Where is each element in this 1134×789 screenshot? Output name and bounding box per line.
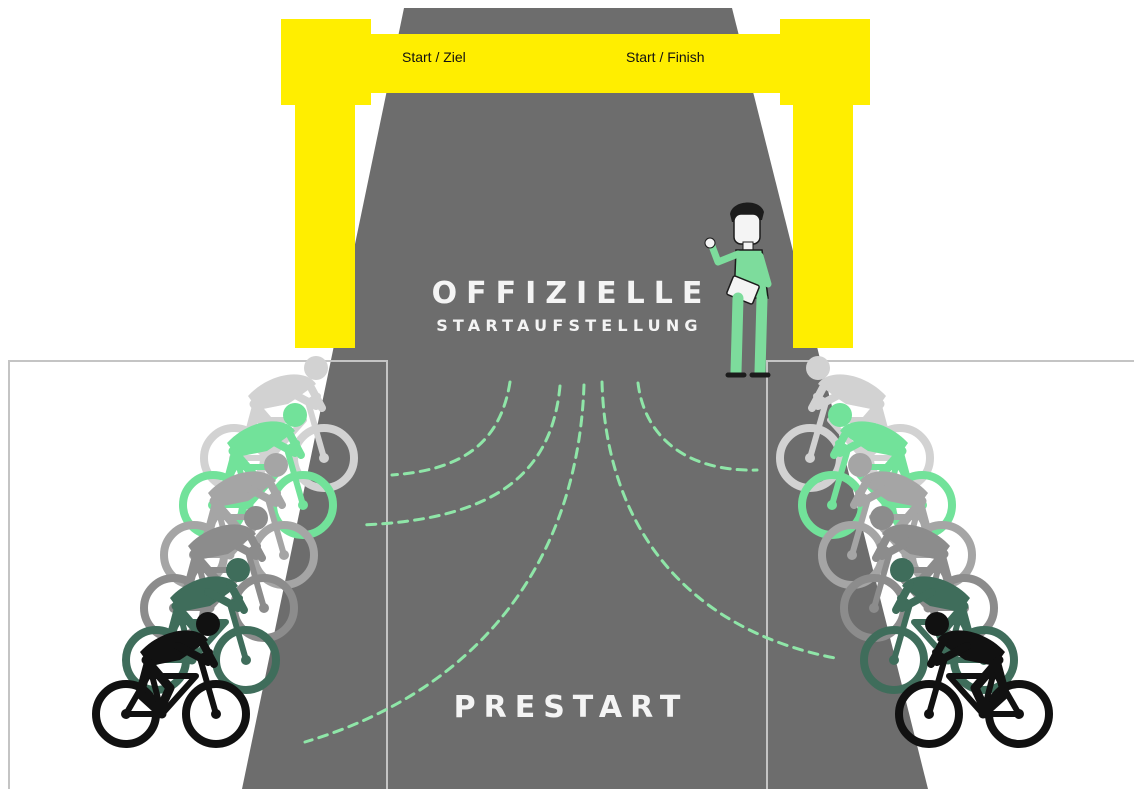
official-title: OFFIZIELLE	[0, 276, 1134, 311]
gate-label-start-finish: Start / Finish	[626, 49, 705, 65]
gate-banner	[281, 34, 870, 93]
gate-label-start-ziel: Start / Ziel	[402, 49, 466, 65]
start-lineup-subtitle: STARTAUFSTELLUNG	[0, 316, 1134, 335]
prestart-label: PRESTART	[0, 690, 1134, 725]
